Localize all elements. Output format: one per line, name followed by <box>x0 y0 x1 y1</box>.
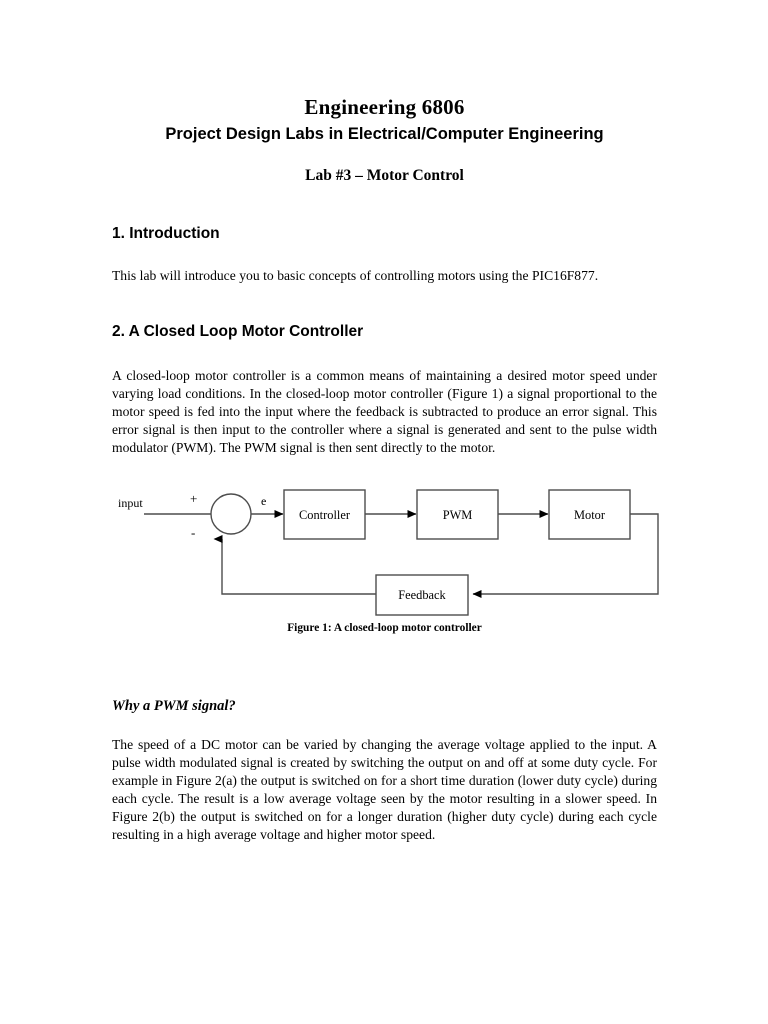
error-label: e <box>261 494 266 508</box>
page-title: Engineering 6806 <box>304 95 465 119</box>
block-diagram-svg: input + - e Controller PWM <box>118 489 659 616</box>
block-pwm-label: PWM <box>443 508 473 522</box>
block-feedback-label: Feedback <box>398 588 446 602</box>
minus-sign-label: - <box>191 525 195 540</box>
heading-introduction: 1. Introduction <box>112 225 220 242</box>
input-label: input <box>118 496 143 510</box>
document-content: Engineering 6806 Project Design Labs in … <box>112 0 659 844</box>
block-motor <box>548 489 631 540</box>
paragraph-why-pwm: The speed of a DC motor can be varied by… <box>112 737 657 842</box>
page-subtitle: Project Design Labs in Electrical/Comput… <box>165 125 604 143</box>
heading-closed-loop-motor-controller: 2. A Closed Loop Motor Controller <box>112 323 364 340</box>
block-controller-label: Controller <box>299 508 351 522</box>
figure-top-spacer <box>112 457 657 481</box>
plus-sign-label: + <box>190 491 197 506</box>
paragraph-closed-loop: A closed-loop motor controller is a comm… <box>112 368 657 455</box>
figure-1-caption: Figure 1: A closed-loop motor controller <box>287 622 482 634</box>
block-feedback <box>375 574 469 616</box>
summing-junction-circle <box>210 493 252 535</box>
paragraph-introduction: This lab will introduce you to basic con… <box>112 268 599 283</box>
lab-title: Lab #3 – Motor Control <box>305 167 464 184</box>
feedback-to-summing-path <box>213 535 376 595</box>
heading-why-pwm-signal: Why a PWM signal? <box>112 698 236 714</box>
motor-to-feedback-path <box>472 513 659 598</box>
block-motor-label: Motor <box>574 508 606 522</box>
why-pwm-spacer <box>112 636 657 697</box>
